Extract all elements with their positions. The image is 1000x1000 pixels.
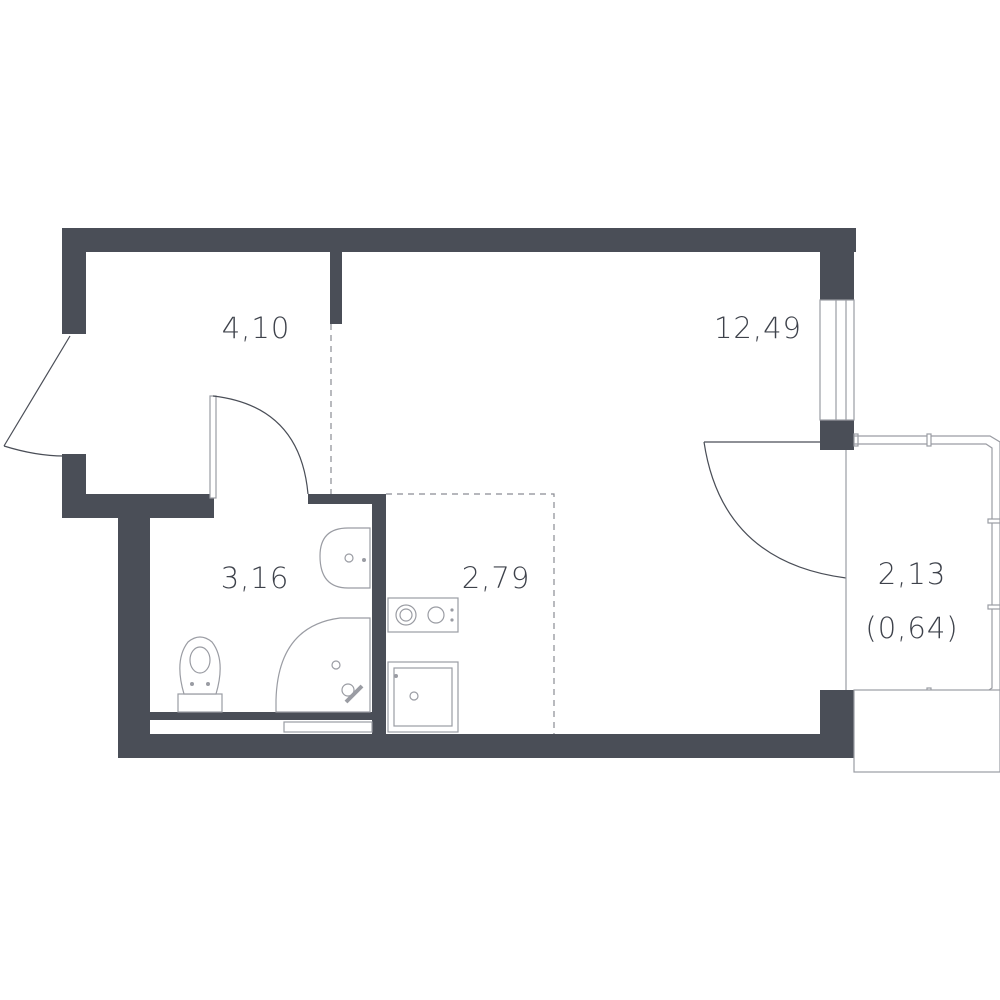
washbasin-icon — [319, 527, 371, 589]
wall-right-mid — [820, 420, 854, 450]
kitchen-sink-icon — [387, 661, 459, 733]
cooktop-icon — [387, 597, 459, 633]
entrance-door-icon — [3, 335, 71, 457]
wall-right-top — [820, 228, 854, 300]
bathroom-door-icon — [209, 395, 309, 499]
wall-bath-bottom-shelf — [150, 712, 372, 720]
bathroom-area-label: 3,16 — [221, 561, 290, 595]
balcony — [845, 433, 1000, 773]
wall-bath-top-right — [308, 494, 386, 504]
wall-bath-left — [118, 512, 150, 758]
bathroom-sill — [283, 721, 373, 733]
balcony-door-icon — [703, 441, 847, 579]
balcony-area-label: 2,13 — [878, 557, 947, 591]
toilet-icon — [177, 636, 223, 713]
kitchen-area-label: 2,79 — [462, 561, 531, 595]
wall-partition-stub — [330, 252, 342, 324]
wall-left-upper — [62, 228, 86, 334]
wall-bath-right — [372, 494, 386, 758]
living-area-label: 12,49 — [714, 311, 802, 345]
window-icon — [819, 299, 855, 421]
zone-boundaries — [330, 324, 555, 734]
balcony-railing — [853, 689, 1000, 773]
wall-top — [62, 228, 856, 252]
wall-right-bottom — [820, 690, 854, 758]
walls — [62, 228, 856, 758]
balcony-reduced-area-label: (0,64) — [865, 611, 958, 645]
wall-bottom — [118, 734, 856, 758]
shower-icon — [275, 617, 371, 713]
hallway-area-label: 4,10 — [222, 311, 291, 345]
